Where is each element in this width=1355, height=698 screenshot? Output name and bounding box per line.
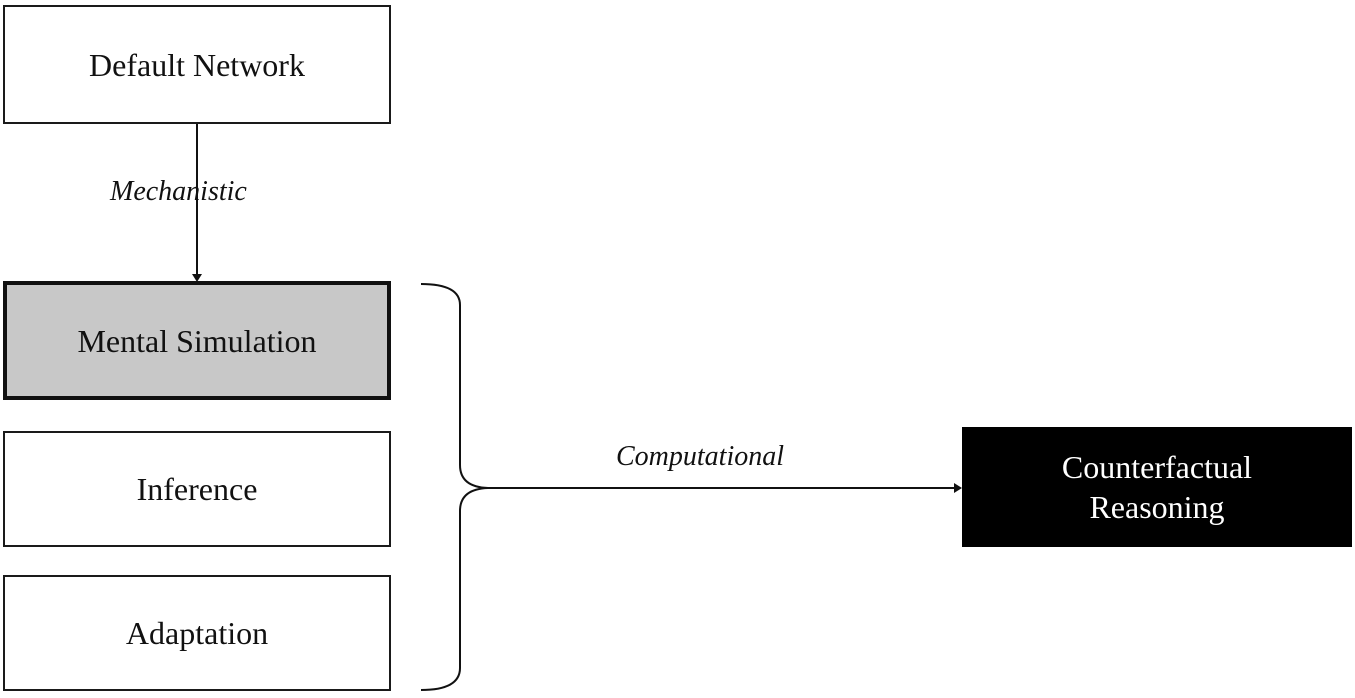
adaptation-label: Adaptation [125, 615, 269, 651]
inference-box: Inference [3, 431, 391, 547]
adaptation-box: Adaptation [3, 575, 391, 691]
mechanistic-label: Mechanistic [110, 176, 247, 207]
computational-label: Computational [616, 441, 785, 472]
mental-simulation-label: Mental Simulation [77, 322, 317, 359]
group-brace [420, 283, 489, 691]
counterfactual-reasoning-text: Counterfactual Reasoning [1062, 447, 1252, 527]
default-network-label: Default Network [89, 46, 305, 83]
default-network-box: Default Network [3, 5, 391, 124]
counterfactual-line2: Reasoning [1089, 489, 1225, 525]
counterfactual-reasoning-box: Counterfactual Reasoning [962, 427, 1352, 547]
counterfactual-line1: Counterfactual [1061, 449, 1253, 485]
computational-arrowhead [954, 483, 962, 493]
inference-label: Inference [136, 471, 258, 507]
mechanistic-arrowhead [192, 274, 202, 282]
mental-simulation-box: Mental Simulation [3, 281, 391, 400]
